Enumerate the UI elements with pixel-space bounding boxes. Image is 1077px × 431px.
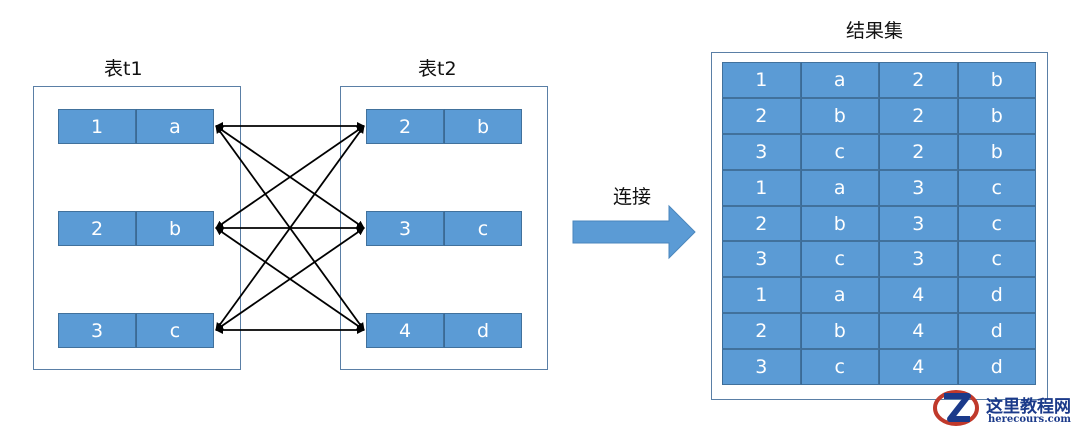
result-cell: 2 bbox=[722, 313, 801, 350]
table2-row: 3 c bbox=[366, 211, 522, 246]
table1-cell: b bbox=[136, 211, 214, 246]
result-cell: 2 bbox=[879, 133, 958, 170]
result-cell: 4 bbox=[879, 349, 958, 386]
result-cell: d bbox=[957, 313, 1036, 350]
watermark-z-icon bbox=[933, 390, 979, 426]
result-cell: c bbox=[800, 133, 879, 170]
result-cell: 3 bbox=[722, 241, 801, 278]
table1-cell: c bbox=[136, 313, 214, 348]
table2-cell: c bbox=[444, 211, 522, 246]
table1-cell: 1 bbox=[58, 109, 136, 144]
table1-title: 表t1 bbox=[104, 58, 143, 80]
result-cell: b bbox=[800, 313, 879, 350]
table1-row: 1 a bbox=[58, 109, 214, 144]
table1-row: 2 b bbox=[58, 211, 214, 246]
result-cell: 1 bbox=[722, 62, 801, 98]
result-cell: b bbox=[800, 97, 879, 134]
watermark-logo: 这里教程网 herecours.com bbox=[928, 388, 1077, 431]
result-cell: 1 bbox=[722, 169, 801, 206]
table2-cell: 2 bbox=[366, 109, 444, 144]
result-cell: 3 bbox=[879, 205, 958, 242]
result-cell: 2 bbox=[722, 97, 801, 134]
result-cell: 3 bbox=[879, 169, 958, 206]
result-cell: 2 bbox=[722, 205, 801, 242]
table1-cell: 3 bbox=[58, 313, 136, 348]
table2-row: 4 d bbox=[366, 313, 522, 348]
table2-cell: b bbox=[444, 109, 522, 144]
table2-title: 表t2 bbox=[418, 58, 457, 80]
watermark-url: herecours.com bbox=[988, 414, 1072, 425]
result-cell: c bbox=[957, 205, 1036, 242]
table2-cell: 4 bbox=[366, 313, 444, 348]
table2-cell: d bbox=[444, 313, 522, 348]
result-cell: 2 bbox=[879, 97, 958, 134]
table1-row: 3 c bbox=[58, 313, 214, 348]
watermark-name: 这里教程网 bbox=[986, 397, 1071, 417]
result-cell: 3 bbox=[722, 349, 801, 386]
result-cell: c bbox=[800, 349, 879, 386]
result-cell: d bbox=[957, 277, 1036, 314]
table2-row: 2 b bbox=[366, 109, 522, 144]
result-cell: d bbox=[957, 349, 1036, 386]
result-cell: 3 bbox=[879, 241, 958, 278]
result-cell: b bbox=[957, 133, 1036, 170]
result-cell: a bbox=[800, 62, 879, 98]
join-line bbox=[215, 227, 365, 331]
result-cell: 3 bbox=[722, 133, 801, 170]
result-cell: b bbox=[957, 97, 1036, 134]
result-cell: 2 bbox=[879, 62, 958, 98]
result-title: 结果集 bbox=[846, 20, 904, 42]
result-cell: b bbox=[957, 62, 1036, 98]
result-cell: b bbox=[800, 205, 879, 242]
result-cell: c bbox=[957, 169, 1036, 206]
join-arrow-icon bbox=[572, 204, 696, 260]
table2-cell: 3 bbox=[366, 211, 444, 246]
join-label: 连接 bbox=[613, 186, 652, 208]
result-cell: a bbox=[800, 169, 879, 206]
result-cell: 4 bbox=[879, 277, 958, 314]
result-cell: 1 bbox=[722, 277, 801, 314]
result-cell: 4 bbox=[879, 313, 958, 350]
result-cell: c bbox=[957, 241, 1036, 278]
result-cell: a bbox=[800, 277, 879, 314]
table1-cell: a bbox=[136, 109, 214, 144]
result-cell: c bbox=[800, 241, 879, 278]
table1-cell: 2 bbox=[58, 211, 136, 246]
